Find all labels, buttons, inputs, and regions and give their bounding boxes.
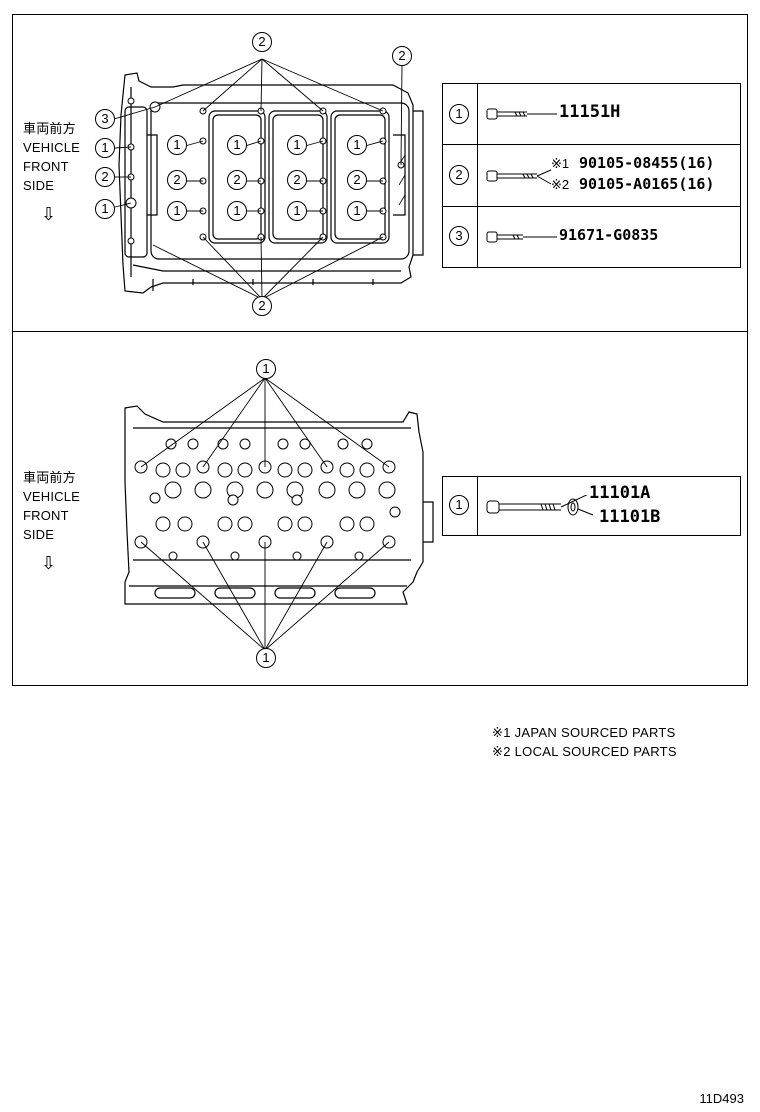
note-japan-sourced: ※1 JAPAN SOURCED PARTS [492, 725, 676, 740]
mark-1: ※1 [551, 156, 570, 171]
row-callout-head-bolt: 1 [449, 495, 469, 515]
diagram-code: 11D493 [699, 1091, 744, 1106]
top-parts-row-1: 1 11151H [443, 84, 740, 145]
callout-1-left-b: 1 [95, 199, 115, 219]
bottom-parts-table: 1 11101A 11101B [442, 476, 741, 536]
bottom-parts-row-1: 1 11101A 11101B [443, 477, 740, 535]
direction-label-line1: VEHICLE [23, 140, 81, 155]
callout-1-head-top: 1 [256, 359, 276, 379]
window-2 [268, 110, 328, 244]
part-number-11101A: 11101A [589, 483, 651, 503]
direction-label-line3-2: SIDE [23, 527, 55, 542]
callout-2-bottom: 2 [252, 296, 272, 316]
callout-2-right: 2 [392, 46, 412, 66]
callout-2-r2c1: 2 [167, 170, 187, 190]
down-arrow-icon-2: ⇩ [41, 553, 57, 573]
row-callout-3: 3 [449, 226, 469, 246]
callout-1-r3c4: 1 [347, 201, 367, 221]
callout-2-left: 2 [95, 167, 115, 187]
callout-1-r1c2: 1 [227, 135, 247, 155]
callout-2-r2c3: 2 [287, 170, 307, 190]
top-parts-row-2: 2 ※1 90105-08455(16) ※2 90105-A0165(16) [443, 144, 740, 207]
housing-outline [118, 72, 414, 294]
head-bolt-washer-icon [486, 495, 594, 516]
direction-label-jp: 車両前方 [23, 121, 76, 136]
callout-2-r2c2: 2 [227, 170, 247, 190]
down-arrow-icon: ⇩ [41, 204, 57, 224]
callout-3-left: 3 [95, 109, 115, 129]
callout-1-r3c1: 1 [167, 201, 187, 221]
bolt-short-icon [486, 108, 557, 120]
direction-label-line3: SIDE [23, 178, 55, 193]
window-3 [330, 110, 390, 244]
callout-1-r3c3: 1 [287, 201, 307, 221]
part-number-90105-A0165: 90105-A0165(16) [579, 175, 715, 193]
part-number-11101B: 11101B [599, 507, 661, 527]
callout-1-r1c3: 1 [287, 135, 307, 155]
callout-1-left-a: 1 [95, 138, 115, 158]
direction-label-line1-2: VEHICLE [23, 489, 81, 504]
callout-1-r1c4: 1 [347, 135, 367, 155]
camshaft-housing-drawing [113, 58, 424, 300]
direction-label-jp-2: 車両前方 [23, 470, 76, 485]
bolt-long-icon [486, 169, 552, 185]
row-callout-2: 2 [449, 165, 469, 185]
bolt-flange-icon [486, 231, 557, 243]
part-number-91671-G0835: 91671-G0835 [559, 226, 659, 244]
part-number-11151H: 11151H [559, 102, 621, 122]
row-callout-1: 1 [449, 104, 469, 124]
window-1 [208, 110, 266, 244]
note-local-sourced: ※2 LOCAL SOURCED PARTS [492, 744, 677, 759]
callout-1-r1c1: 1 [167, 135, 187, 155]
part-number-90105-08455: 90105-08455(16) [579, 154, 715, 172]
mark-2: ※2 [551, 177, 570, 192]
top-parts-table: 1 11151H 2 ※1 90105-08455(16) ※2 90105-A… [442, 83, 741, 268]
callout-2-top: 2 [252, 32, 272, 52]
callout-2-r2c4: 2 [347, 170, 367, 190]
cylinder-head-outline [124, 405, 424, 605]
direction-label-line2-2: FRONT [23, 508, 69, 523]
top-parts-row-3: 3 91671-G0835 [443, 206, 740, 267]
bottom-panel: 車両前方 VEHICLE FRONT SIDE ⇩ [12, 331, 748, 686]
callout-1-head-bottom: 1 [256, 648, 276, 668]
top-panel: 車両前方 VEHICLE FRONT SIDE ⇩ [12, 14, 748, 332]
callout-1-r3c2: 1 [227, 201, 247, 221]
housing-inner-frame [150, 102, 410, 260]
direction-label-line2: FRONT [23, 159, 69, 174]
cylinder-head-drawing [124, 377, 434, 651]
